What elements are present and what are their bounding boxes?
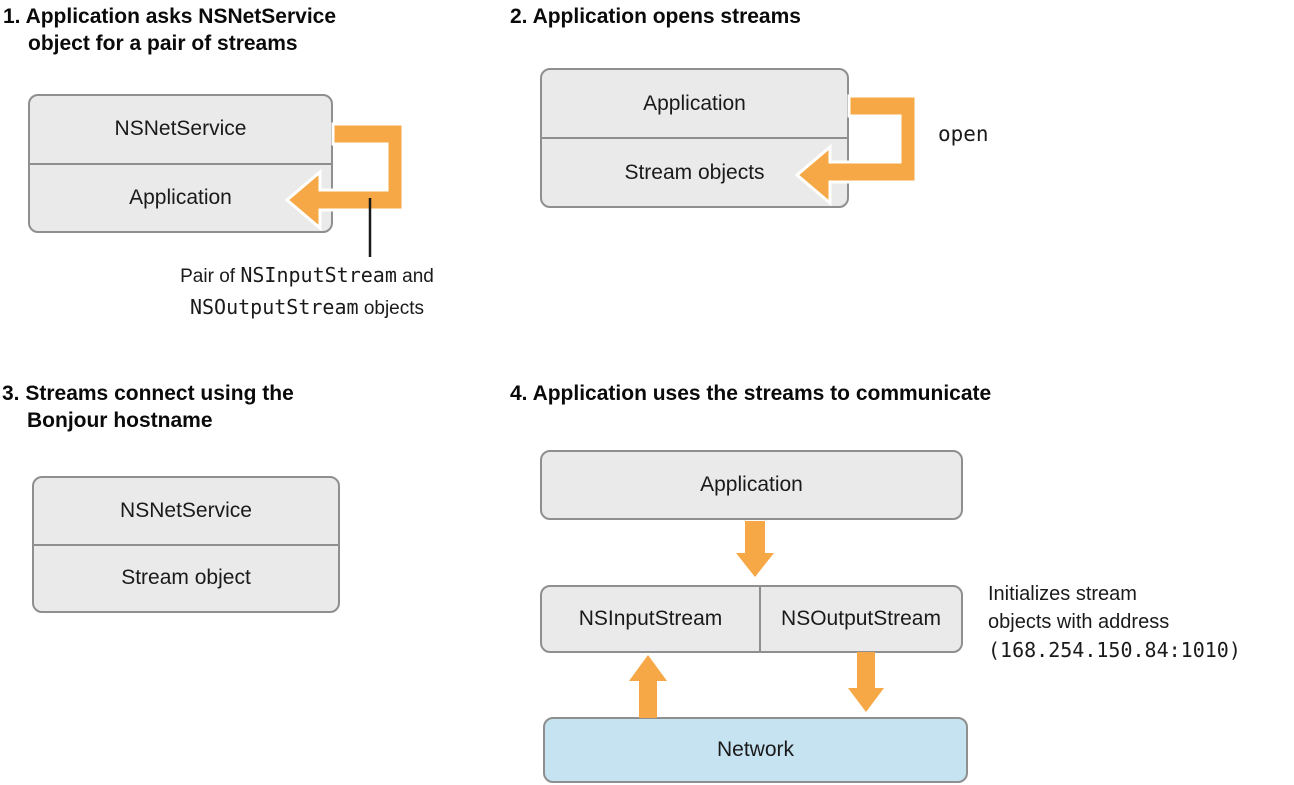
step4-application-box: Application bbox=[540, 450, 963, 520]
step2-box-row-stream-objects: Stream objects bbox=[542, 137, 847, 206]
up-arrow-network-to-inputstream-icon bbox=[629, 655, 667, 718]
annotation-address-code: (168.254.150.84:1010) bbox=[988, 638, 1241, 662]
step1-title: 1. Application asks NSNetService object … bbox=[3, 3, 336, 57]
step3-box-row-nsnetservice: NSNetService bbox=[120, 498, 252, 522]
step1-box-row-application: Application bbox=[30, 162, 331, 232]
nsoutputstream-cell: NSOutputStream bbox=[759, 587, 961, 651]
step4-annotation: Initializes stream objects with address … bbox=[988, 580, 1241, 664]
step3-title-line2: Bonjour hostname bbox=[27, 409, 213, 432]
step3-box-row-stream-object: Stream object bbox=[34, 543, 338, 612]
annotation-line1: Initializes stream bbox=[988, 583, 1137, 605]
step3-title: 3. Streams connect using the Bonjour hos… bbox=[2, 380, 294, 434]
step2-title: 2. Application opens streams bbox=[510, 3, 801, 30]
step1-note: Pair of NSInputStream and NSOutputStream… bbox=[116, 260, 498, 324]
note-text-post: objects bbox=[358, 298, 425, 319]
step4-title: 4. Application uses the streams to commu… bbox=[510, 380, 991, 407]
step2-title-line1: 2. Application opens streams bbox=[510, 5, 801, 28]
step1-title-line2: object for a pair of streams bbox=[28, 32, 298, 55]
note-code-nsinputstream: NSInputStream bbox=[240, 263, 397, 287]
down-arrow-app-to-streams-icon bbox=[736, 521, 774, 577]
step4-application-label: Application bbox=[700, 473, 803, 496]
network-label: Network bbox=[716, 738, 795, 761]
step3-box: NSNetService Stream object bbox=[32, 476, 340, 613]
note-text-pre: Pair of bbox=[180, 266, 241, 287]
step1-title-line1: 1. Application asks NSNetService bbox=[3, 5, 337, 28]
step3-title-line1: 3. Streams connect using the bbox=[2, 382, 294, 405]
note-text-mid: and bbox=[396, 266, 434, 287]
down-arrow-outputstream-to-network-icon bbox=[848, 652, 884, 712]
annotation-line2: objects with address bbox=[988, 611, 1170, 633]
step2-box: Application Stream objects bbox=[540, 68, 849, 208]
step2-box-row-application: Application bbox=[643, 91, 746, 115]
step1-box-row-nsnetservice: NSNetService bbox=[114, 117, 247, 141]
step1-box: NSNetService Application bbox=[28, 94, 333, 233]
open-call-label: open bbox=[938, 122, 989, 146]
nsinputstream-cell: NSInputStream bbox=[578, 607, 723, 630]
step4-streams-box: NSInputStream NSOutputStream bbox=[540, 585, 963, 653]
step4-title-line1: 4. Application uses the streams to commu… bbox=[510, 382, 992, 405]
network-box: Network bbox=[543, 717, 968, 783]
note-code-nsoutputstream: NSOutputStream bbox=[189, 295, 359, 319]
